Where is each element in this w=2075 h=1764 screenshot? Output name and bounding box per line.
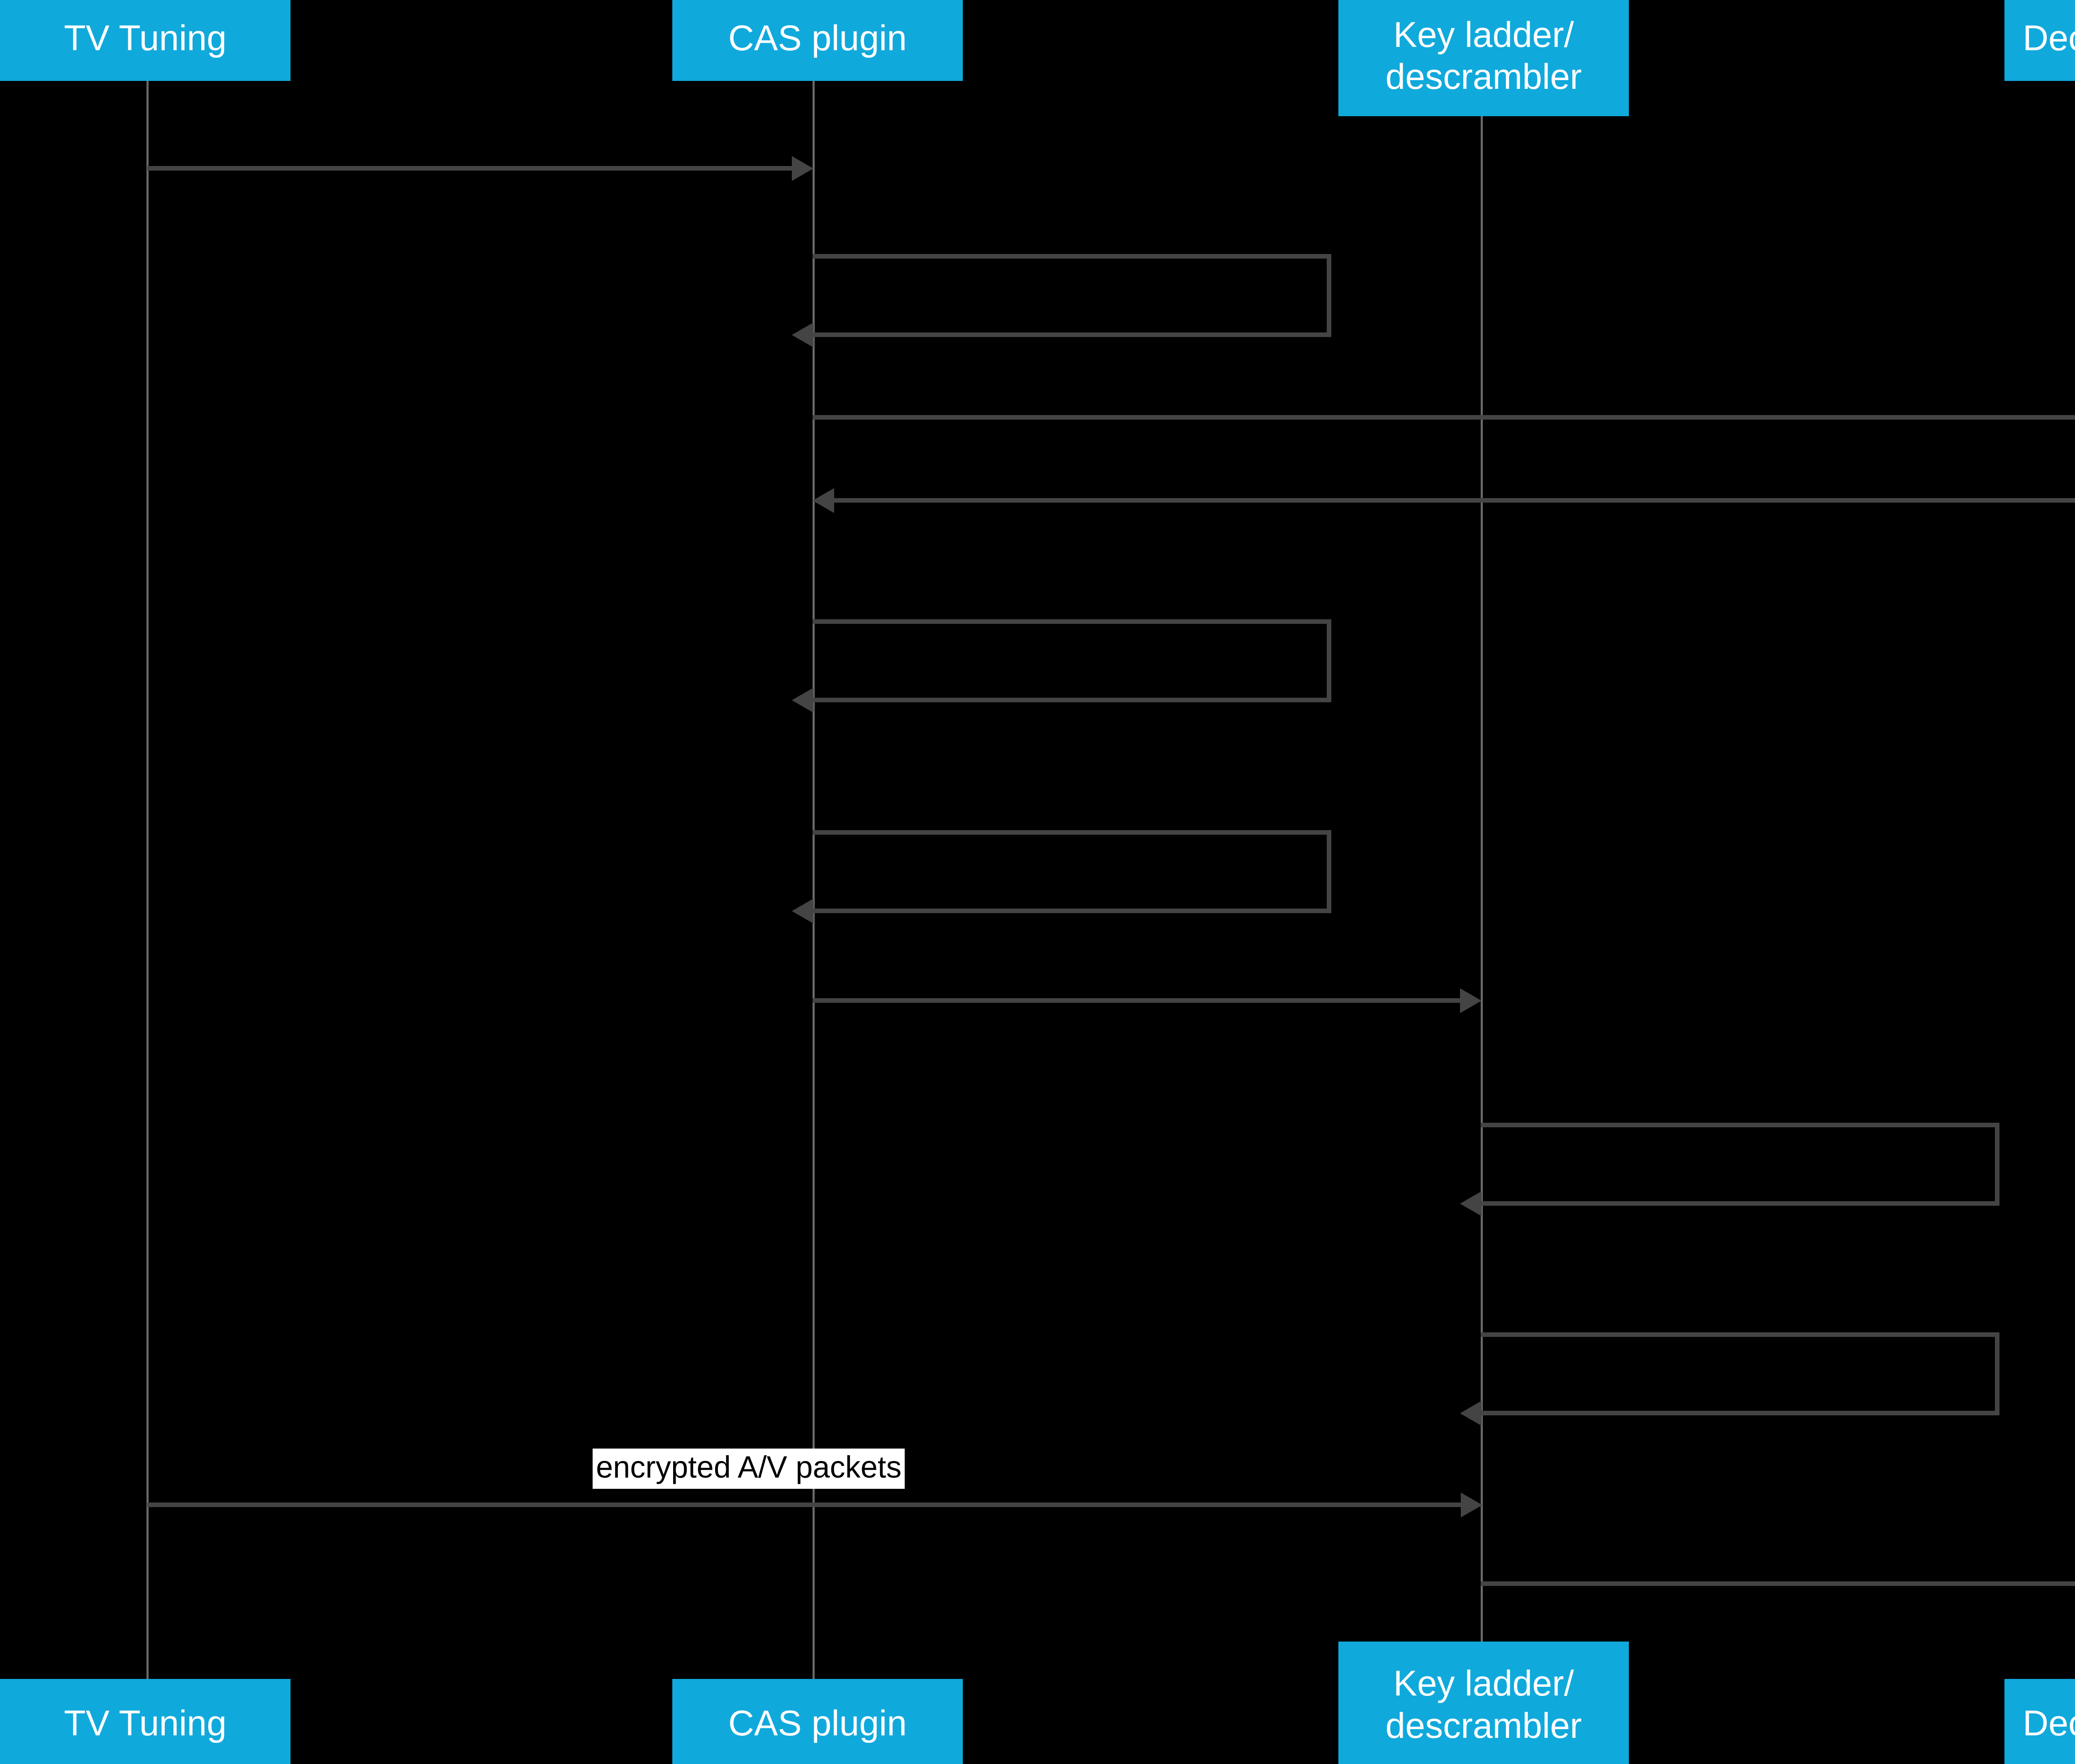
self-message-key-ladder-1[interactable] [1481, 1123, 1999, 1206]
lifeline-key-ladder [1481, 116, 1483, 1644]
message-arrow-cas-plugin-to-key-ladder[interactable] [813, 998, 1461, 1003]
lifeline-tv-tuning [146, 81, 149, 1681]
arrowhead-right-icon [1461, 1493, 1482, 1517]
arrowhead-right-icon [792, 156, 813, 181]
message-label-encrypted-av-packets: encrypted A/V packets [593, 1449, 905, 1489]
message-arrow-ca-headend-to-cas-plugin[interactable] [833, 498, 2075, 503]
self-message-key-ladder-2[interactable] [1481, 1332, 1999, 1415]
arrowhead-left-icon [1460, 1191, 1482, 1216]
arrowhead-right-icon [1460, 988, 1482, 1013]
message-arrow-cas-plugin-to-ca-headend[interactable] [813, 415, 2075, 420]
self-message-cas-plugin-1[interactable] [813, 254, 1331, 337]
message-arrow-key-ladder-to-decode-display[interactable] [1481, 1581, 2075, 1586]
participant-header-tv-tuning[interactable]: TV Tuning [0, 0, 290, 81]
arrowhead-left-icon [1460, 1401, 1482, 1426]
arrowhead-left-icon [813, 488, 834, 513]
participant-footer-key-ladder[interactable]: Key ladder/ descrambler [1338, 1642, 1629, 1764]
participant-footer-decode-display[interactable]: Decode, display [2004, 1679, 2075, 1764]
participant-footer-cas-plugin[interactable]: CAS plugin [672, 1679, 963, 1764]
arrowhead-left-icon [792, 688, 813, 713]
participant-footer-tv-tuning[interactable]: TV Tuning [0, 1679, 290, 1764]
participant-header-cas-plugin[interactable]: CAS plugin [672, 0, 963, 81]
message-arrow-tv-tuning-to-key-ladder[interactable] [147, 1503, 1462, 1507]
message-arrow-tv-tuning-to-cas-plugin[interactable] [147, 166, 793, 171]
participant-header-key-ladder[interactable]: Key ladder/ descrambler [1338, 0, 1629, 116]
arrowhead-left-icon [792, 899, 813, 924]
self-message-cas-plugin-3[interactable] [813, 830, 1331, 913]
participant-header-decode-display[interactable]: Decode, display [2004, 0, 2075, 81]
self-message-cas-plugin-2[interactable] [813, 619, 1331, 702]
lifeline-cas-plugin [813, 81, 815, 1681]
arrowhead-left-icon [792, 323, 813, 347]
